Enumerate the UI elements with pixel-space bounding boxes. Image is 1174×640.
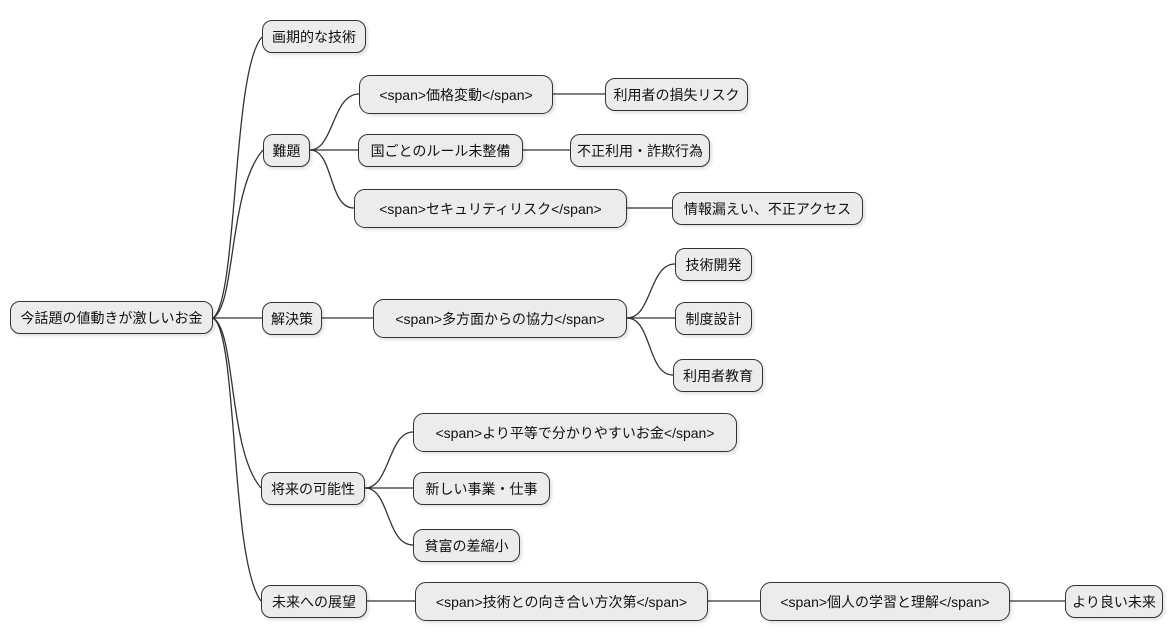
node-future-potential: 将来の可能性: [261, 472, 365, 505]
edge-cooperation-tech-development: [626, 263, 676, 319]
node-institutional-design: 制度設計: [675, 302, 752, 335]
node-fraud: 不正利用・詐欺行為: [570, 134, 710, 167]
node-user-loss-risk: 利用者の損失リスク: [605, 78, 748, 111]
node-security-risk: <span>セキュリティリスク</span>: [354, 189, 627, 228]
edge-future-potential-wealth-gap: [364, 487, 414, 546]
node-tech-development: 技術開発: [675, 248, 752, 281]
edge-root-innovative-tech: [212, 36, 263, 319]
node-better-future: より良い未来: [1065, 585, 1163, 618]
node-user-education: 利用者教育: [673, 359, 763, 392]
node-info-leak: 情報漏えい、不正アクセス: [672, 192, 863, 225]
node-unregulated-rules: 国ごとのルール未整備: [358, 134, 523, 167]
edge-challenges-price-volatility: [309, 93, 360, 151]
edge-challenges-security-risk: [309, 149, 355, 209]
node-challenges: 難題: [263, 134, 310, 167]
edge-root-challenges: [212, 149, 264, 319]
edge-future-potential-fair-money: [364, 431, 414, 489]
node-tech-engagement: <span>技術との向き合い方次第</span>: [415, 582, 708, 621]
node-root: 今話題の値動きが激しいお金: [10, 301, 213, 334]
edge-root-future-potential: [212, 317, 262, 489]
edge-cooperation-user-education: [626, 317, 674, 376]
node-fair-money: <span>より平等で分かりやすいお金</span>: [413, 413, 737, 452]
edge-root-future-outlook: [212, 317, 262, 602]
node-innovative-tech: 画期的な技術: [262, 20, 366, 53]
node-price-volatility: <span>価格変動</span>: [359, 75, 553, 114]
node-new-business: 新しい事業・仕事: [413, 472, 550, 505]
node-cooperation: <span>多方面からの協力</span>: [373, 299, 627, 338]
node-future-outlook: 未来への展望: [261, 585, 367, 618]
node-wealth-gap: 貧富の差縮小: [413, 529, 520, 562]
node-personal-learning: <span>個人の学習と理解</span>: [760, 582, 1010, 621]
node-solutions: 解決策: [262, 302, 322, 335]
